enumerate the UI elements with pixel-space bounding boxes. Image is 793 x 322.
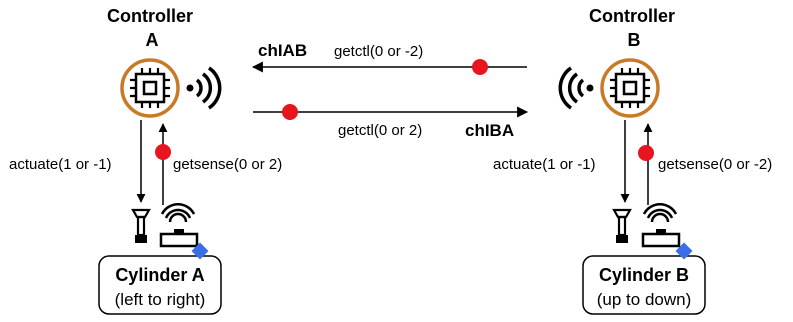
piston-icon (612, 208, 632, 243)
cylinder-b-box (582, 255, 706, 315)
wireless-signal-icon (186, 66, 222, 110)
channel-chiab-token (472, 59, 488, 75)
cylinder-a-box (98, 255, 222, 315)
controller-b-id: B (628, 30, 641, 50)
channel-chiba-label: getctl(0 or 2) (338, 122, 422, 139)
wireless-signal-icon (558, 66, 594, 110)
link-b-actuate: actuate(1 or -1) (493, 120, 630, 203)
sensor-diamond-a (191, 242, 209, 260)
sensor-icon (159, 203, 199, 248)
sensor-diamond-b (675, 242, 693, 260)
microchip-icon (120, 58, 180, 118)
controller-b: Controller B (558, 6, 675, 118)
cylinder-b-name: Cylinder B (599, 265, 689, 285)
channel-chiba-token (282, 104, 298, 120)
sense-token-a (155, 144, 171, 160)
cylinder-b: Cylinder B (up to down) (582, 203, 706, 315)
controller-b-title: Controller (589, 6, 675, 26)
channel-chiab-label: getctl(0 or -2) (334, 43, 423, 60)
sensor-icon (641, 203, 681, 248)
cylinder-a-direction: (left to right) (115, 290, 206, 309)
microchip-icon (600, 58, 660, 118)
channel-chiba-name: chIBA (465, 121, 514, 140)
link-a-sense: getsense(0 or 2) (155, 123, 282, 205)
cylinder-a-name: Cylinder A (115, 265, 204, 285)
cylinder-b-direction: (up to down) (597, 290, 692, 309)
piston-icon (131, 208, 151, 243)
sense-label-b: getsense(0 or -2) (658, 156, 772, 173)
sense-token-b (638, 145, 654, 161)
cylinder-a: Cylinder A (left to right) (98, 203, 222, 315)
link-a-actuate: actuate(1 or -1) (9, 120, 146, 203)
controller-a-title: Controller (107, 6, 193, 26)
controller-a: Controller A (107, 6, 222, 118)
sense-label-a: getsense(0 or 2) (173, 156, 282, 173)
actuate-label-b: actuate(1 or -1) (493, 156, 596, 173)
channel-chiab-name: chIAB (258, 41, 307, 60)
channel-chiba: getctl(0 or 2) chIBA (253, 104, 529, 140)
channel-chiab: chIAB getctl(0 or -2) (251, 41, 527, 75)
controller-a-id: A (146, 30, 159, 50)
link-b-sense: getsense(0 or -2) (638, 123, 772, 205)
actuate-label-a: actuate(1 or -1) (9, 156, 112, 173)
